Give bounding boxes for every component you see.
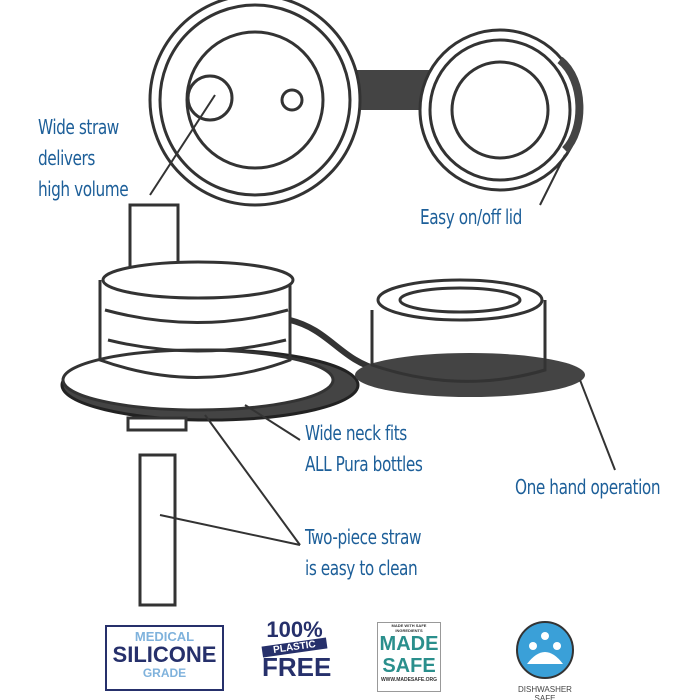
callout-line: delivers: [38, 146, 95, 170]
callout-line: Two-piece straw: [305, 525, 422, 549]
badge-text: FREE: [262, 652, 332, 682]
callout-two-piece: Two-piece straw is easy to clean: [305, 522, 421, 584]
callout-easy-lid: Easy on/off lid: [420, 205, 522, 229]
callout-line: is easy to clean: [305, 556, 418, 580]
badge-dishwasher-safe: DISHWASHER SAFE: [510, 620, 580, 700]
badge-made-safe: MADE WITH SAFE INGREDIENTS MADE SAFE WWW…: [377, 622, 441, 692]
top-view-lid: [148, 0, 584, 207]
badge-text: SILICONE: [112, 642, 217, 667]
badge-text: 100%: [266, 617, 323, 642]
callout-lines: [149, 94, 616, 546]
badge-text: GRADE: [142, 666, 187, 680]
callout-line: high volume: [38, 177, 129, 201]
callout-one-hand: One hand operation: [515, 475, 661, 499]
callout-wide-straw: Wide straw delivers high volume: [38, 112, 129, 205]
badge-text: WWW.MADESAFE.ORG: [380, 677, 438, 683]
dishwasher-icon: [516, 621, 574, 679]
callout-line: Wide straw: [38, 115, 119, 139]
badge-medical-silicone: MEDICAL SILICONE GRADE: [105, 625, 224, 691]
callout-line: ALL Pura bottles: [305, 452, 423, 476]
callout-line: Wide neck fits: [305, 421, 407, 445]
badge-text: MADE: [379, 633, 439, 655]
badge-text: SAFE: [382, 655, 436, 677]
side-view-lid: [60, 203, 585, 607]
callout-wide-neck: Wide neck fits ALL Pura bottles: [305, 418, 423, 480]
badge-text: MADE WITH SAFE INGREDIENTS: [391, 623, 427, 633]
badge-text: MEDICAL: [134, 629, 195, 644]
badge-plastic-free: 100% PLASTIC FREE: [261, 617, 332, 682]
badge-text: DISHWASHER SAFE: [518, 685, 572, 700]
